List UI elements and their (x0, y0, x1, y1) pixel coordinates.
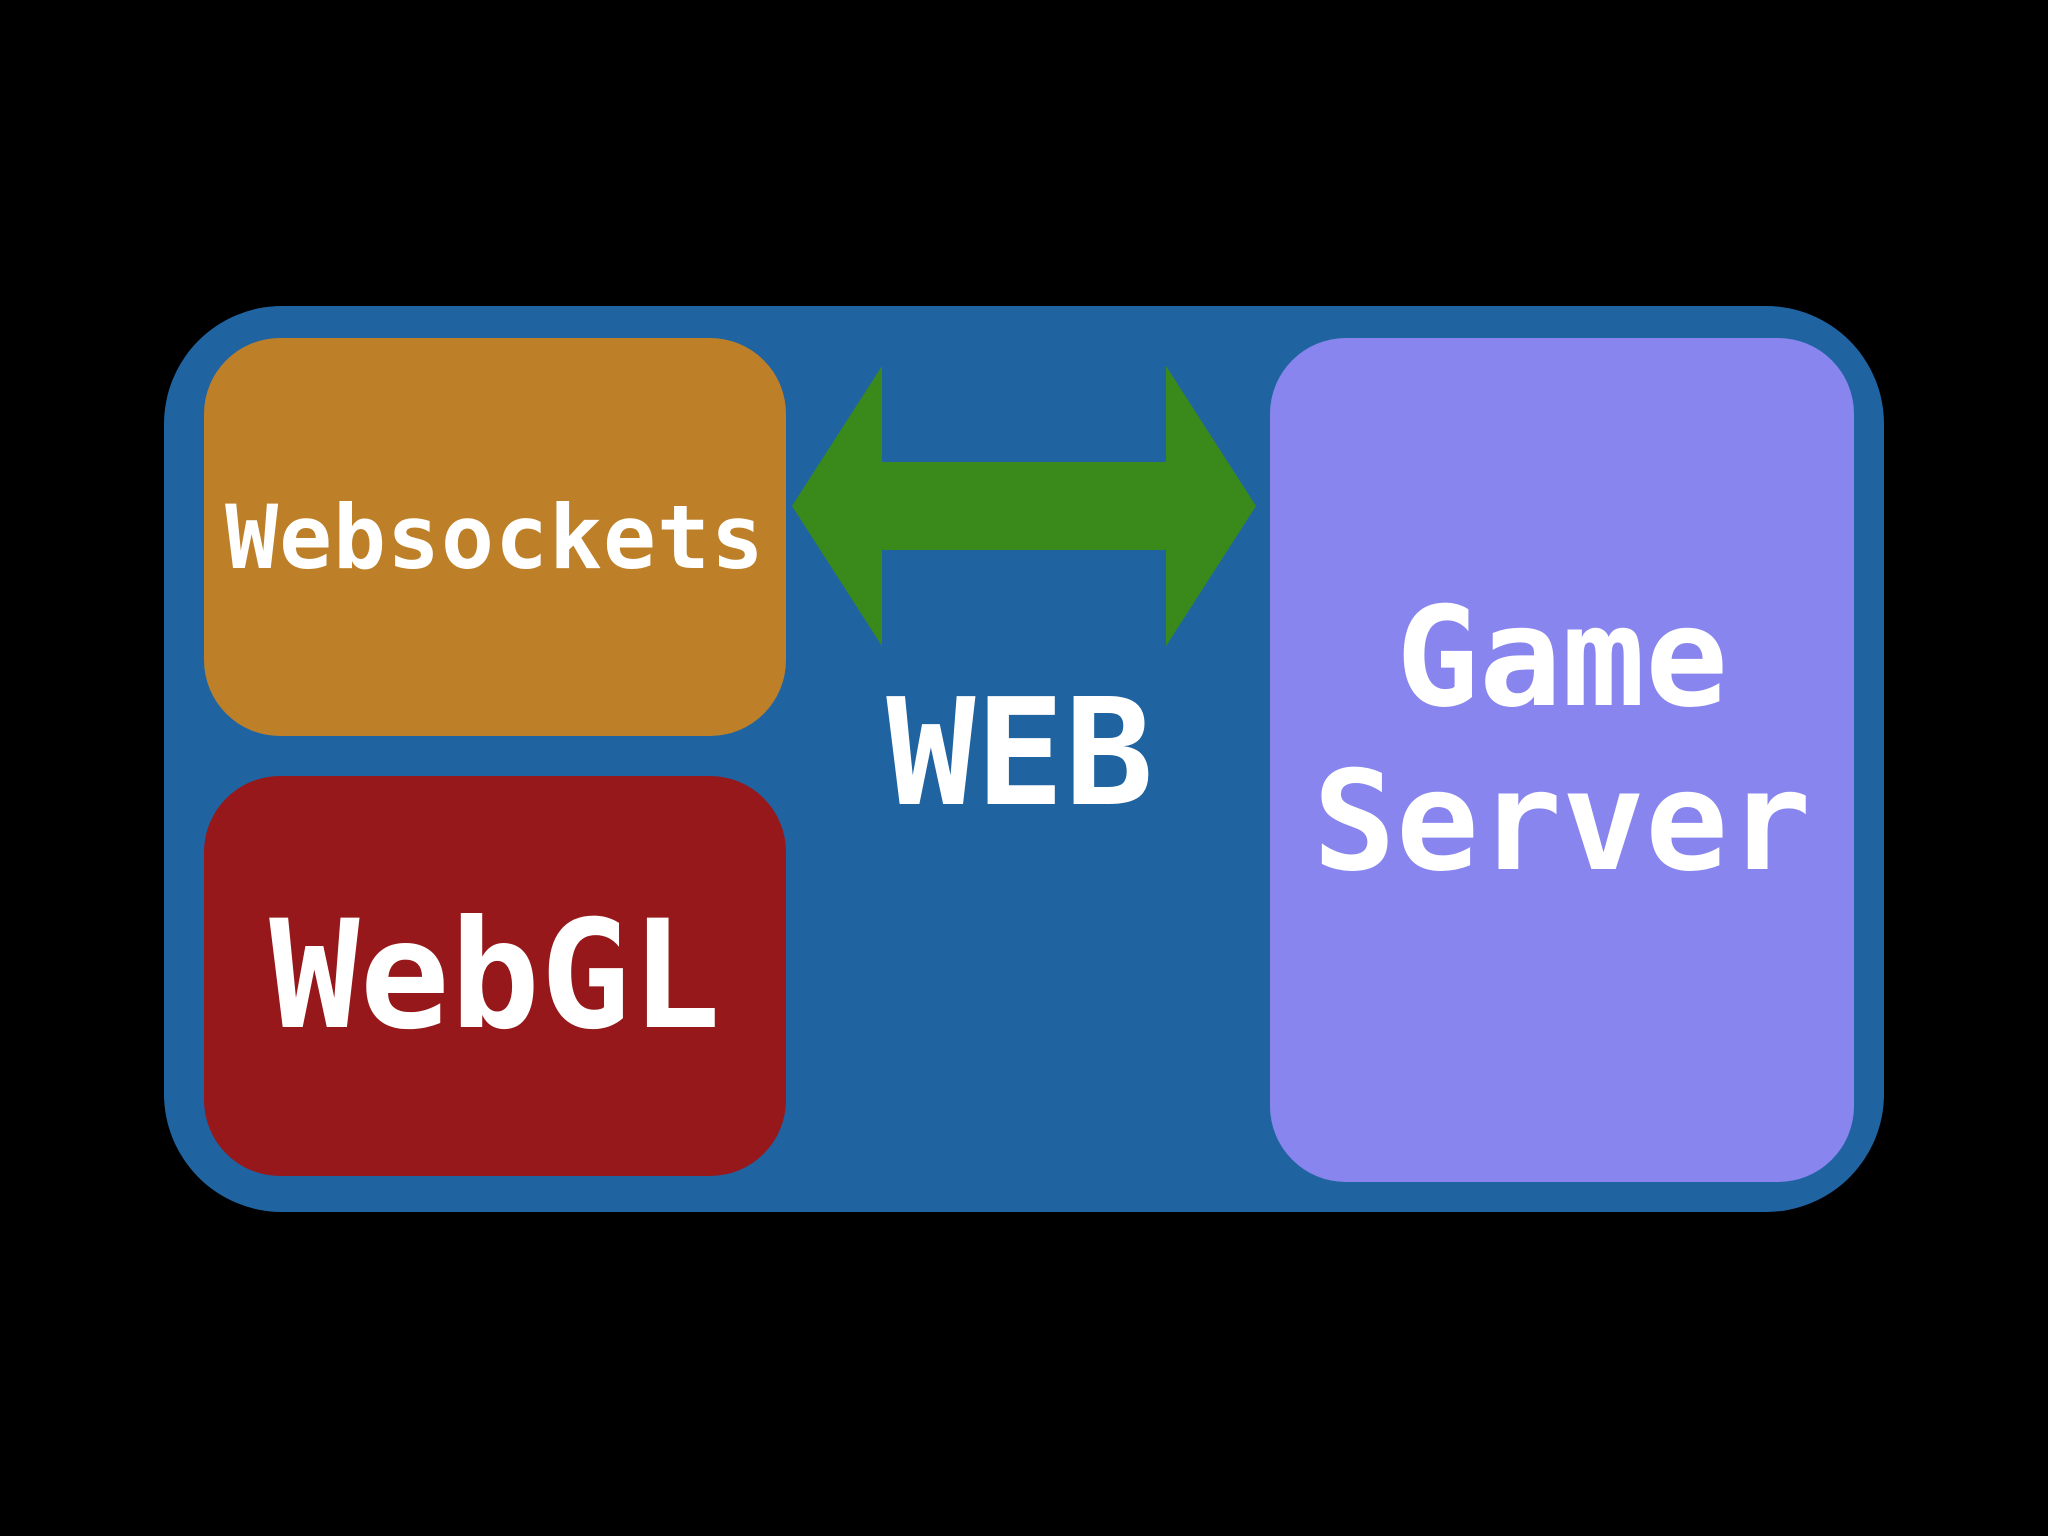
webgl-box: WebGL (204, 776, 786, 1176)
web-label: WEB (886, 667, 1154, 839)
websockets-label: Websockets (225, 485, 765, 589)
arrow-shape (792, 366, 1256, 646)
bidirectional-arrow-icon (792, 366, 1256, 646)
webgl-label: WebGL (269, 889, 721, 1063)
game-server-label-line1: Game (1395, 577, 1729, 738)
game-server-box: Game Server (1270, 338, 1854, 1182)
game-server-label-line2: Server (1312, 741, 1812, 902)
websockets-box: Websockets (204, 338, 786, 736)
